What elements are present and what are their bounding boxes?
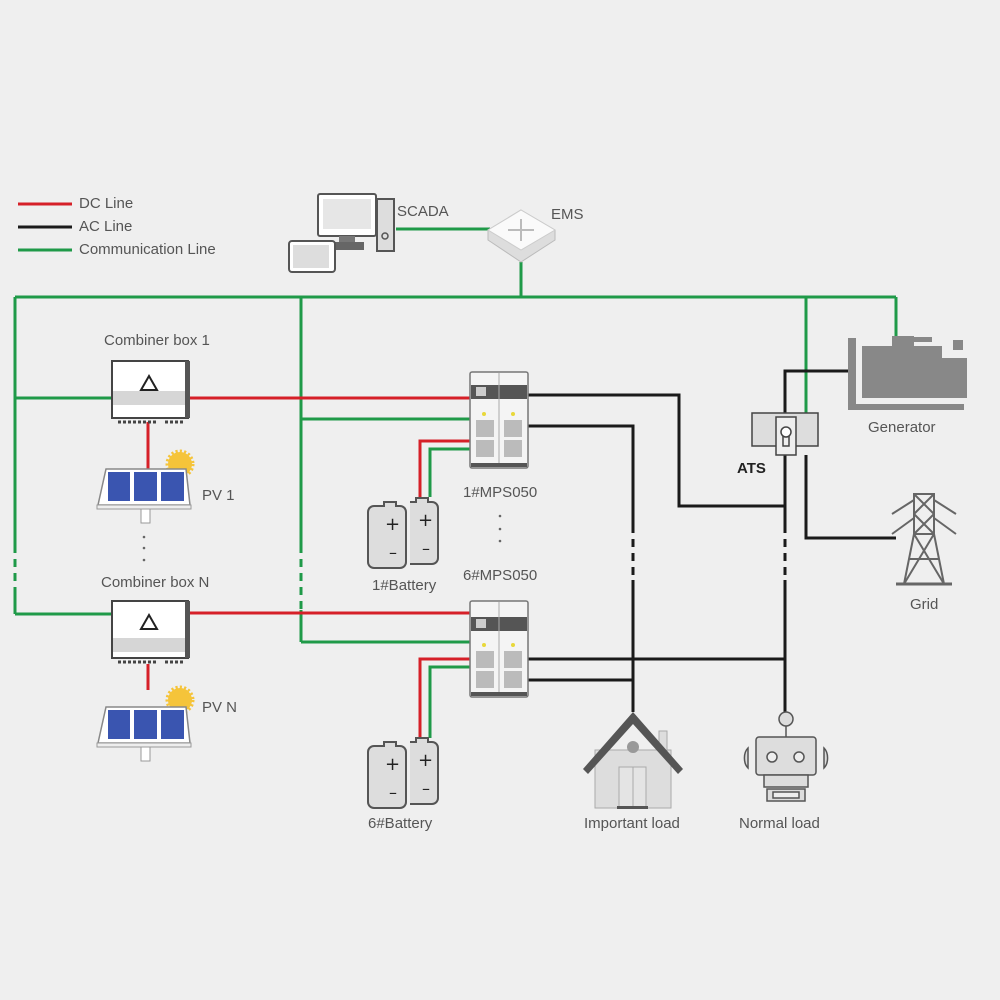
ats-label: ATS bbox=[737, 460, 766, 477]
ac-mps1-important bbox=[528, 424, 635, 525]
important-load-label: Important load bbox=[584, 815, 680, 832]
dc-battery-6 bbox=[418, 657, 470, 738]
ellipsis-mps bbox=[498, 514, 502, 543]
combiner-box-n-icon[interactable] bbox=[111, 600, 190, 664]
ems-label: EMS bbox=[551, 206, 584, 223]
communication-lines bbox=[13, 227, 898, 738]
normal-load-robot-icon[interactable] bbox=[743, 711, 829, 802]
legend-dc-label: DC Line bbox=[79, 195, 133, 212]
legend-ac-label: AC Line bbox=[79, 218, 132, 235]
mps-6-label: 6#MPS050 bbox=[463, 567, 537, 584]
scada-icon[interactable] bbox=[288, 193, 395, 273]
legend: DC Line AC Line Communication Line bbox=[18, 195, 216, 258]
mps-1-label: 1#MPS050 bbox=[463, 484, 537, 501]
combiner-box-1-icon[interactable] bbox=[111, 360, 190, 424]
ems-router-icon[interactable] bbox=[487, 209, 556, 263]
minus-sign: – bbox=[389, 783, 397, 802]
legend-comm-label: Communication Line bbox=[79, 241, 216, 258]
plus-sign: + bbox=[418, 510, 433, 531]
pv-1-label: PV 1 bbox=[202, 487, 235, 504]
comm-battery-1 bbox=[428, 447, 470, 497]
ac-ats-generator bbox=[783, 369, 848, 413]
important-load-house-icon[interactable] bbox=[583, 712, 683, 809]
minus-sign: – bbox=[422, 779, 430, 798]
ats-switch-icon[interactable] bbox=[751, 412, 819, 456]
plus-sign: + bbox=[385, 514, 400, 535]
battery-6-icon[interactable]: + – + – bbox=[367, 737, 439, 809]
pv-1-solar-panel-icon[interactable] bbox=[96, 449, 195, 524]
battery-1-icon[interactable]: + – + – bbox=[367, 497, 439, 569]
combiner-1-label: Combiner box 1 bbox=[104, 332, 210, 349]
ac-mps1-ats bbox=[528, 393, 785, 508]
plus-sign: + bbox=[418, 750, 433, 771]
mps-6-cabinet-icon[interactable] bbox=[469, 600, 529, 698]
combiner-n-label: Combiner box N bbox=[101, 574, 209, 591]
ellipsis-left bbox=[142, 535, 146, 562]
dc-lines bbox=[146, 396, 470, 738]
dc-battery-1 bbox=[418, 439, 470, 497]
battery-1-label: 1#Battery bbox=[372, 577, 437, 594]
ac-ats-grid bbox=[804, 455, 896, 540]
mps-1-cabinet-icon[interactable] bbox=[469, 371, 529, 469]
minus-sign: – bbox=[422, 539, 430, 558]
minus-sign: – bbox=[389, 543, 397, 562]
comm-battery-6 bbox=[428, 665, 470, 738]
normal-load-label: Normal load bbox=[739, 815, 820, 832]
generator-icon[interactable] bbox=[848, 336, 967, 410]
pv-n-label: PV N bbox=[202, 699, 237, 716]
generator-label: Generator bbox=[868, 419, 936, 436]
battery-6-label: 6#Battery bbox=[368, 815, 433, 832]
plus-sign: + bbox=[385, 754, 400, 775]
grid-tower-icon[interactable] bbox=[891, 493, 957, 586]
grid-label: Grid bbox=[910, 596, 938, 613]
ac-lines bbox=[528, 369, 896, 712]
pv-n-solar-panel-icon[interactable] bbox=[96, 685, 195, 762]
scada-label: SCADA bbox=[397, 203, 449, 220]
